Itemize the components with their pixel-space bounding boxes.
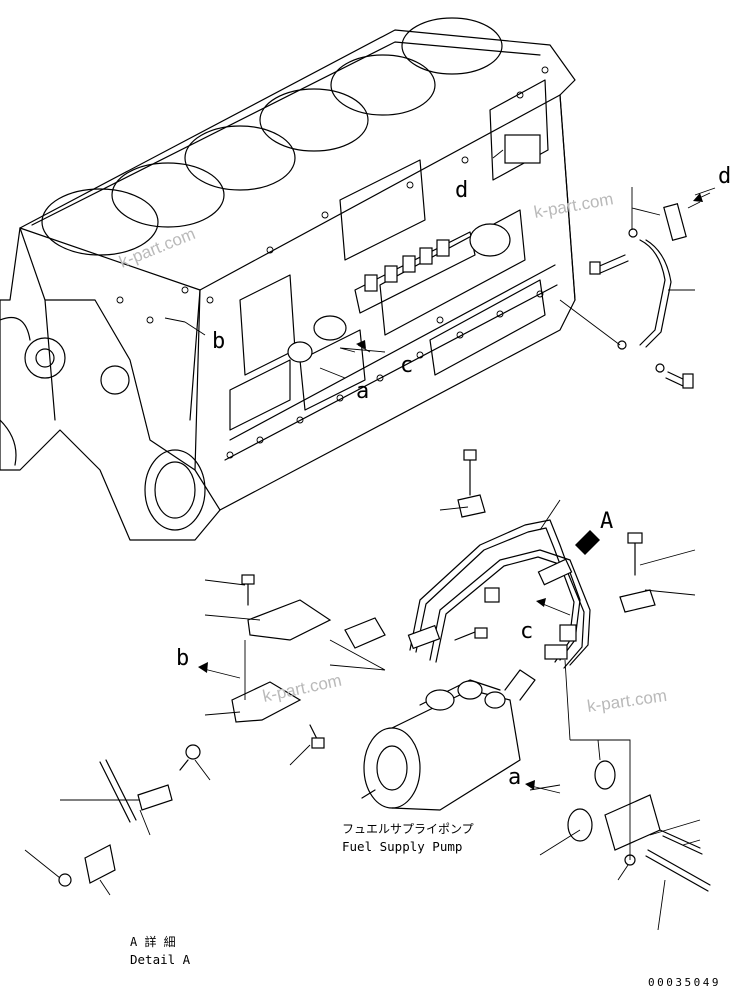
drawing-number: 00035049 [648, 976, 721, 989]
direction-arrows [198, 192, 711, 794]
callout-c-top: c [400, 353, 413, 378]
callout-b-bottom: b [176, 646, 189, 671]
callout-A-view: A [600, 509, 613, 534]
engine-block [0, 17, 576, 541]
detail-caption: A 詳 細 Detail A [130, 934, 191, 967]
pump-label-english: Fuel Supply Pump [342, 839, 462, 854]
callout-d-right: d [718, 164, 731, 189]
callout-d-top: d [455, 178, 468, 203]
fuel-rail [287, 134, 541, 363]
callout-a-bottom: a [508, 765, 521, 790]
callout-letters: b a c d d A c b a [176, 164, 731, 790]
callout-b-top: b [212, 329, 225, 354]
watermark: k-part.com [116, 224, 198, 272]
fuel-supply-pump [361, 669, 536, 811]
cylinder-bores [41, 17, 503, 256]
brackets-bolts [231, 449, 711, 892]
callout-a-top: a [356, 379, 369, 404]
leader-lines [24, 499, 701, 931]
watermark: k-part.com [261, 671, 343, 706]
callout-c-bottom: c [520, 619, 533, 644]
pump-label-japanese: フュエルサプライポンプ [342, 822, 474, 836]
detail-label-japanese: A 詳 細 [130, 934, 176, 949]
high-pressure-pipes [344, 519, 591, 669]
pump-caption: フュエルサプライポンプ Fuel Supply Pump [342, 822, 474, 854]
block-leaders [164, 149, 504, 379]
return-pipe-assembly [559, 187, 716, 389]
detail-a-drawing [58, 744, 201, 887]
watermark: k-part.com [532, 189, 614, 222]
detail-label-english: Detail A [130, 952, 191, 967]
watermark: k-part.com [586, 686, 668, 716]
block-bolts [116, 66, 549, 459]
